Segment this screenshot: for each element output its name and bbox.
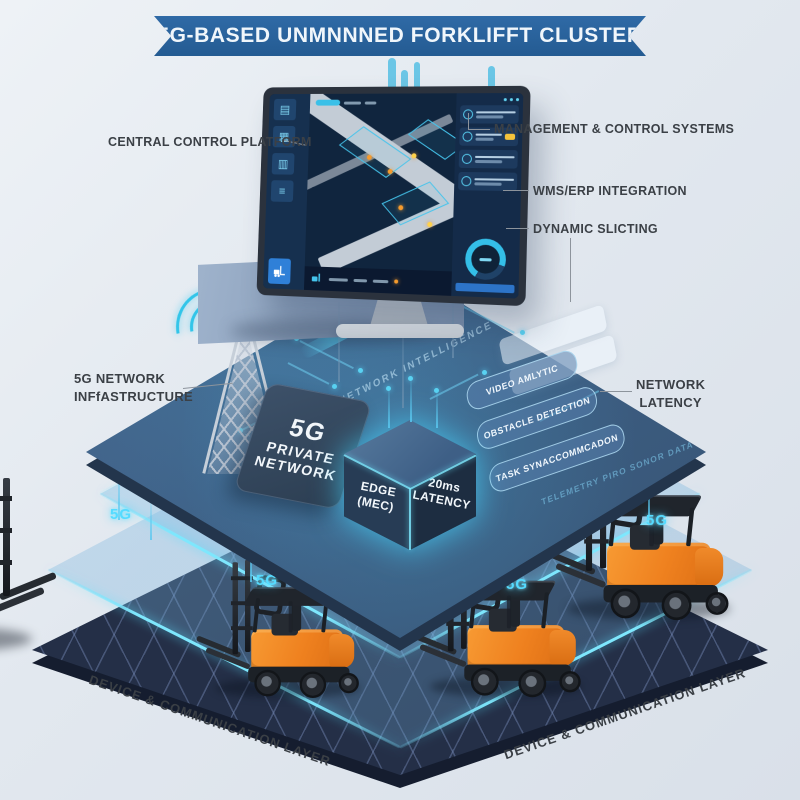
dashboard-map xyxy=(303,93,457,296)
wheel xyxy=(299,671,327,698)
map-statusbar xyxy=(303,266,452,296)
wms-erp-label: WMS/ERP INTEGRATION xyxy=(533,184,687,198)
drop-line xyxy=(150,500,152,540)
trace-dot xyxy=(520,330,525,335)
wheel xyxy=(661,590,692,621)
management-label: MANAGEMENT & CONTROL SYSTEMS xyxy=(494,122,735,136)
network-latency-label: NETWORK LATENCY xyxy=(636,377,706,410)
edge-mec-cube: EDGE (MEC) 20ms LATENCY xyxy=(343,420,477,562)
monitor-drop-line xyxy=(402,312,404,408)
cube-dot xyxy=(408,376,413,381)
connector-line xyxy=(503,190,529,192)
forklift-body xyxy=(251,629,344,673)
status-dot xyxy=(394,279,399,284)
forklift xyxy=(0,470,57,655)
connector-line xyxy=(600,391,632,393)
forklift xyxy=(195,556,362,700)
wheel xyxy=(518,669,547,698)
cube-drop-line xyxy=(436,392,438,428)
wheel xyxy=(705,592,729,615)
connector-line xyxy=(468,113,470,129)
sidebar-list-icon: ≡ xyxy=(270,180,294,203)
connector-line xyxy=(570,238,572,302)
trace-dot xyxy=(358,368,363,373)
drop-line xyxy=(118,462,120,520)
forklift-body xyxy=(467,625,565,671)
diagram-title: 5G-BASED UNMNNNED FORKLIFFT CLUSTER xyxy=(157,24,643,47)
cube-edge xyxy=(409,488,411,550)
sidebar-forklift-icon xyxy=(267,258,291,285)
sidebar-fleet-icon: ▤ xyxy=(273,98,297,121)
5g-badge: 5G xyxy=(110,506,133,523)
map-forklift-dot xyxy=(427,221,433,228)
wheel xyxy=(610,588,641,619)
forklift-glyph xyxy=(273,265,285,278)
sidebar-panel-icon: ▥ xyxy=(271,153,295,175)
connector-line xyxy=(506,228,529,230)
trace-dot xyxy=(482,370,487,375)
cube-dot xyxy=(434,388,439,393)
panel-row xyxy=(458,149,518,169)
forklift-body xyxy=(607,542,711,592)
title-banner: 5G-BASED UNMNNNED FORKLIFFT CLUSTER xyxy=(154,16,646,56)
wheel xyxy=(338,673,359,694)
network-infra-label: 5G NETWORK INFfASTRUCTURE xyxy=(74,371,194,404)
mast xyxy=(245,559,251,652)
5g-badge: 5G xyxy=(646,512,669,529)
map-toolbar xyxy=(315,99,377,106)
cube-dot xyxy=(386,386,391,391)
connector-line xyxy=(468,129,490,131)
5g-badge: 5G xyxy=(256,572,279,589)
mast xyxy=(232,562,238,655)
status-gauge xyxy=(464,238,507,281)
forklift xyxy=(544,460,732,623)
panel-bottom-bar xyxy=(455,282,515,294)
dashboard-screen: ▤ ▦ ▥ ≡ xyxy=(263,92,524,299)
monitor-base xyxy=(336,324,464,338)
map-toolbar-pill xyxy=(315,99,341,106)
forklift-shadow xyxy=(0,626,32,652)
wheel xyxy=(254,669,281,697)
monitor-frame: ▤ ▦ ▥ ≡ xyxy=(256,85,531,307)
wheel xyxy=(470,667,499,696)
trace-dot xyxy=(332,384,337,389)
status-forklift-icon xyxy=(311,273,321,282)
central-control-monitor: ▤ ▦ ▥ ≡ xyxy=(248,80,548,338)
monitor-drop-line xyxy=(338,302,340,382)
dynamic-slicing-label: DYNAMIC SLICTING xyxy=(533,222,658,236)
dashboard-sidebar: ▤ ▦ ▥ ≡ xyxy=(263,93,311,290)
wheel xyxy=(559,671,581,693)
cube-drop-line xyxy=(410,380,412,422)
panel-row xyxy=(458,171,518,192)
central-control-label: CENTRAL CONTROL PLATFORM xyxy=(108,135,312,149)
panel-dots xyxy=(460,98,520,102)
cube-drop-line xyxy=(388,390,390,428)
